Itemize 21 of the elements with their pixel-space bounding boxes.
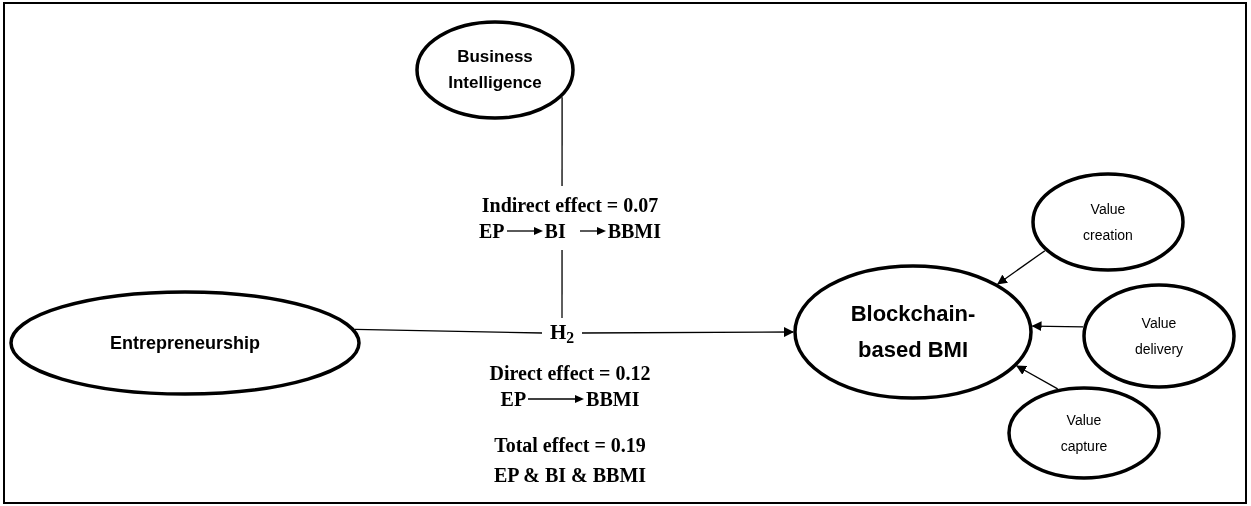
effect-label: Direct effect = 0.12 <box>489 361 651 386</box>
effect-label: BBMI <box>607 219 661 244</box>
hypothesis-label: H$_{2}$ <box>548 319 576 349</box>
arrow <box>1016 365 1059 390</box>
effect-label: Total effect = 0.19 <box>494 433 646 458</box>
connector-line <box>354 328 543 334</box>
arrow <box>997 250 1046 285</box>
effect-label: Indirect effect = 0.07 <box>481 193 659 218</box>
node-label: Value capture <box>1059 411 1109 456</box>
node-label: Entrepreneurship <box>109 331 261 355</box>
node-label: Business Intelligence <box>447 46 543 94</box>
node-label: Blockchain-based BMI <box>849 300 977 364</box>
arrow <box>1031 321 1084 332</box>
effect-label: EP <box>500 387 527 412</box>
effect-label: EP <box>479 219 505 244</box>
node-label: Value delivery <box>1133 314 1185 359</box>
effect-label: BI <box>544 219 566 244</box>
arrow <box>581 327 794 338</box>
effect-label: BBMI <box>586 387 640 412</box>
effect-label: EP & BI & BBMI <box>493 463 647 488</box>
node-label: Value creation <box>1082 200 1134 245</box>
